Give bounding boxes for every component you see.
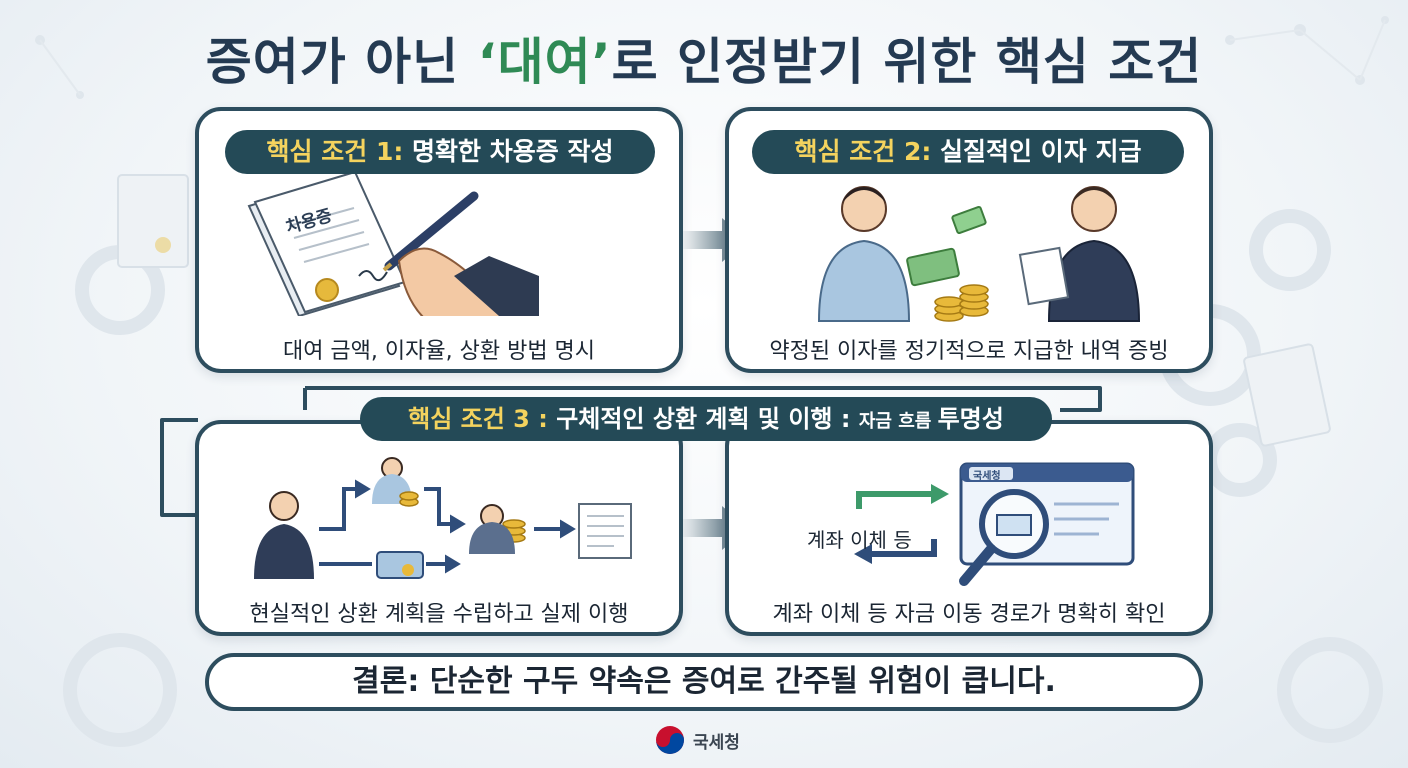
document-icon bbox=[578, 503, 632, 559]
condition-3-label: 핵심 조건 3 : 구체적인 상환 계획 및 이행 : 자금 흐름 투명성 bbox=[360, 397, 1052, 441]
national-emblem-icon bbox=[656, 726, 684, 754]
condition-1-caption: 대여 금액, 이자율, 상환 방법 명시 bbox=[282, 339, 596, 364]
person-icon bbox=[817, 186, 911, 322]
document-icon bbox=[247, 170, 407, 318]
arrow-right-icon bbox=[856, 484, 949, 509]
condition-3-left-caption: 현실적인 상환 계획을 수립하고 실제 이행 bbox=[249, 602, 629, 627]
title-suffix: 로 인정받기 위한 핵심 조건 bbox=[611, 33, 1203, 91]
title-prefix: 증여가 아닌 bbox=[205, 33, 478, 91]
footer: 국세청 bbox=[655, 722, 740, 758]
condition-3-right-card: 국세청 계좌 이체 등 계좌 이체 등 자금 이동 경로가 명확히 확인 bbox=[725, 420, 1213, 636]
seal-icon bbox=[315, 278, 339, 302]
interest-payment-illustration bbox=[809, 181, 1149, 335]
person-icon bbox=[1018, 186, 1141, 322]
person-icon bbox=[469, 504, 515, 554]
transfer-inline-label: 계좌 이체 등 bbox=[807, 528, 912, 552]
condition-3-right-caption: 계좌 이체 등 자금 이동 경로가 명확히 확인 bbox=[772, 602, 1166, 627]
browser-tab-label: 국세청 bbox=[973, 471, 1001, 482]
pen-icon bbox=[382, 191, 479, 272]
footer-org: 국세청 bbox=[693, 732, 740, 753]
magnifier-icon bbox=[959, 489, 1049, 586]
arrow-left-icon bbox=[854, 539, 937, 564]
condition-2-label: 핵심 조건 2: 실질적인 이자 지급 bbox=[752, 130, 1184, 174]
title-highlight: ‘대여’ bbox=[477, 33, 612, 91]
condition-3-left-card: 현실적인 상환 계획을 수립하고 실제 이행 bbox=[195, 420, 683, 636]
condition-2-caption: 약정된 이자를 정기적으로 지급한 내역 증빙 bbox=[769, 339, 1169, 364]
coins-icon bbox=[934, 284, 989, 322]
person-icon bbox=[254, 491, 314, 579]
page-title: 증여가 아닌 ‘대여’로 인정받기 위한 핵심 조건 bbox=[0, 22, 1408, 94]
card-icon bbox=[376, 551, 424, 579]
money-icon bbox=[906, 205, 987, 287]
transfer-route-illustration bbox=[839, 459, 1139, 603]
repayment-flow-illustration bbox=[244, 454, 644, 588]
contract-illustration bbox=[239, 166, 539, 320]
condition-1-label: 핵심 조건 1: 명확한 차용증 작성 bbox=[225, 130, 655, 174]
conclusion-banner: 결론: 단순한 구두 약속은 증여로 간주될 위험이 큽니다. bbox=[205, 653, 1203, 711]
